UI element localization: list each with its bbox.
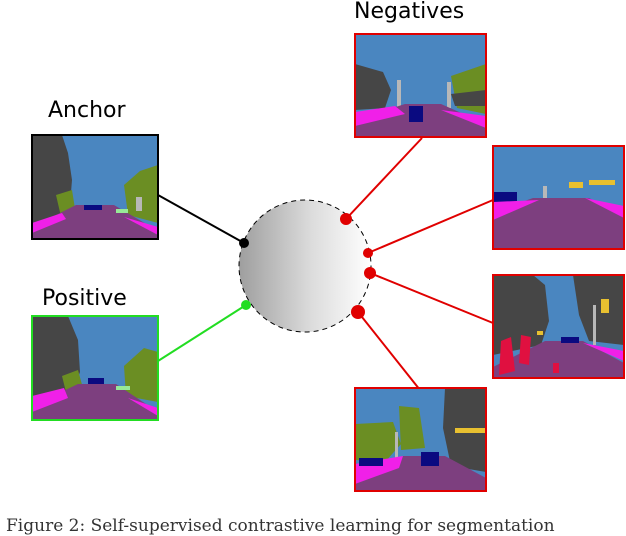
positive-thumbnail [31,315,159,421]
positive-link [157,304,247,362]
embedding-sphere [238,199,372,333]
negatives-label: Negatives [354,0,465,24]
negative-point-2 [363,248,373,258]
anchor-link [157,194,245,244]
negative-thumbnail-2 [492,145,625,250]
negative-point-4 [351,305,365,319]
negative-link-2 [367,199,494,254]
negative-link-1 [345,137,423,220]
negative-link-3 [369,272,494,324]
figure-caption: Figure 2: Self-supervised contrastive le… [6,516,555,536]
positive-label: Positive [42,286,127,311]
anchor-point [239,238,249,248]
negative-link-4 [357,311,421,391]
positive-point [241,300,251,310]
negative-point-1 [340,213,352,225]
negative-thumbnail-1 [354,33,487,138]
anchor-label: Anchor [48,98,126,123]
anchor-thumbnail [31,134,159,240]
negative-thumbnail-4 [354,387,487,492]
negative-thumbnail-3 [492,274,625,379]
negative-point-3 [364,267,376,279]
